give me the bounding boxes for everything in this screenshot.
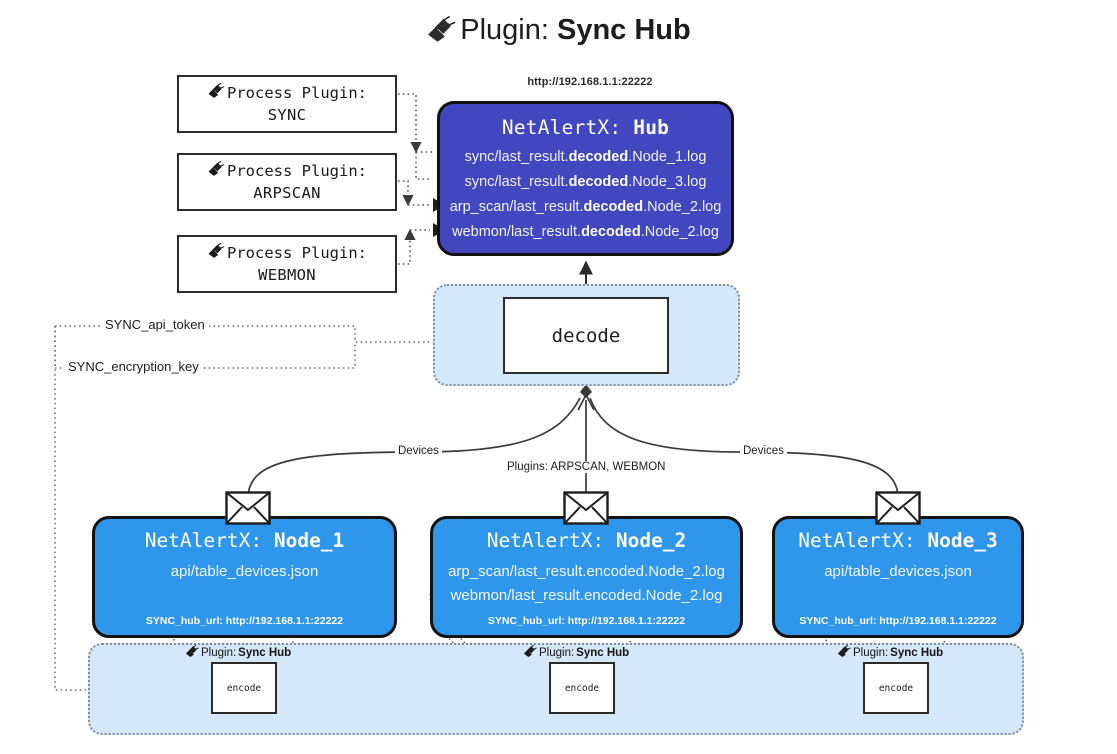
plugin-prefix: Plugin: [853,646,889,659]
devices-label-right: Devices [740,445,787,457]
log-post: .Node_2.log [640,223,719,240]
plug-icon [207,160,225,182]
hub-url-label: http://192.168.1.1:22222 [527,76,653,88]
log-em: decoded [581,223,641,240]
sync-api-token-label: SYNC_api_token [101,317,209,332]
process-plugin-webmon[interactable]: Process Plugin: WEBMON [177,235,397,293]
node-title-name: Node_2 [615,529,687,552]
plug-icon [837,644,851,660]
log-post: .Node_1.log [628,149,707,165]
node-line: api/table_devices.json [824,563,972,580]
node-card-node-1[interactable]: NetAlertX: Node_1 api/table_devices.json… [92,516,397,638]
node-footer: SYNC_hub_url: http://192.168.1.1:22222 [487,615,686,627]
title-name: Sync Hub [556,14,691,46]
hub-card[interactable]: NetAlertX: Hub sync/last_result.decoded.… [437,101,734,256]
log-pre: arp_scan/last_result. [449,198,584,215]
process-plugin-name: SYNC [267,106,307,124]
plugins-label-center: Plugins: ARPSCAN, WEBMON [504,461,669,473]
node-title: NetAlertX: Node_2 [433,529,740,552]
envelope-icon [225,491,271,530]
node-title: NetAlertX: Node_1 [95,529,394,552]
plug-icon [523,644,537,660]
log-em: decoded [568,149,629,165]
plugin-name: Sync Hub [576,646,630,659]
encode-box-3[interactable]: encode [863,662,929,714]
hub-title: NetAlertX: Hub [440,116,731,139]
encode-plugin-label-1: Plugin: Sync Hub [185,644,292,660]
log-pre: sync/last_result. [464,149,569,165]
hub-log-line: arp_scan/last_result.decoded.Node_2.log [440,195,731,220]
sync-encryption-key-label: SYNC_encryption_key [64,359,203,374]
node-card-node-2[interactable]: NetAlertX: Node_2 arp_scan/last_result.e… [430,516,743,638]
hub-log-line: sync/last_result.decoded.Node_1.log [440,145,731,170]
encode-box-2[interactable]: encode [549,662,615,714]
node-footer: SYNC_hub_url: http://192.168.1.1:22222 [145,615,344,627]
node-line: api/table_devices.json [170,563,319,580]
plugin-prefix: Plugin: [539,646,575,659]
encode-box-1[interactable]: encode [211,662,277,714]
log-pre: webmon/last_result. [452,223,582,240]
node-title-name: Node_1 [273,529,345,552]
plugin-prefix: Plugin: [201,646,237,659]
plug-icon [207,242,225,264]
envelope-icon [563,491,609,530]
log-em: decoded [568,173,629,190]
process-plugin-name: WEBMON [258,266,316,284]
title-prefix: Plugin: [460,14,557,46]
process-plugin-sync[interactable]: Process Plugin: SYNC [177,75,397,133]
log-pre: sync/last_result. [464,173,569,190]
plugin-name: Sync Hub [890,646,944,659]
process-plugin-label: Process Plugin: [227,243,367,262]
page-title: Plugin: Sync Hub [0,14,1117,50]
log-post: .Node_3.log [628,173,707,190]
hub-title-name: Hub [633,116,670,139]
envelope-icon [875,491,921,530]
encode-plugin-label-3: Plugin: Sync Hub [837,644,944,660]
decode-box[interactable]: decode [503,297,669,374]
node-title-prefix: NetAlertX: [144,529,274,552]
node-line: webmon/last_result.encoded.Node_2.log [450,587,723,605]
process-plugin-name: ARPSCAN [253,184,321,202]
node-title: NetAlertX: Node_3 [775,529,1021,552]
log-em: decoded [583,198,644,215]
node-footer: SYNC_hub_url: http://192.168.1.1:22222 [799,615,997,627]
process-plugin-arpscan[interactable]: Process Plugin: ARPSCAN [177,153,397,211]
node-title-prefix: NetAlertX: [486,529,616,552]
node-title-prefix: NetAlertX: [798,529,928,552]
process-plugin-label: Process Plugin: [227,161,367,180]
plug-icon [426,16,456,50]
devices-label-left: Devices [395,445,442,457]
log-post: .Node_2.log [643,198,722,215]
hub-title-prefix: NetAlertX: [501,116,634,139]
node-title-name: Node_3 [927,529,998,552]
node-card-node-3[interactable]: NetAlertX: Node_3 api/table_devices.json… [772,516,1024,638]
plug-icon [185,644,199,660]
hub-log-line: webmon/last_result.decoded.Node_2.log [440,220,731,245]
node-line: arp_scan/last_result.encoded.Node_2.log [448,563,725,580]
encode-plugin-label-2: Plugin: Sync Hub [523,644,630,660]
process-plugin-label: Process Plugin: [227,83,367,102]
hub-log-line: sync/last_result.decoded.Node_3.log [440,170,731,195]
plug-icon [207,82,225,104]
plugin-name: Sync Hub [238,646,292,659]
